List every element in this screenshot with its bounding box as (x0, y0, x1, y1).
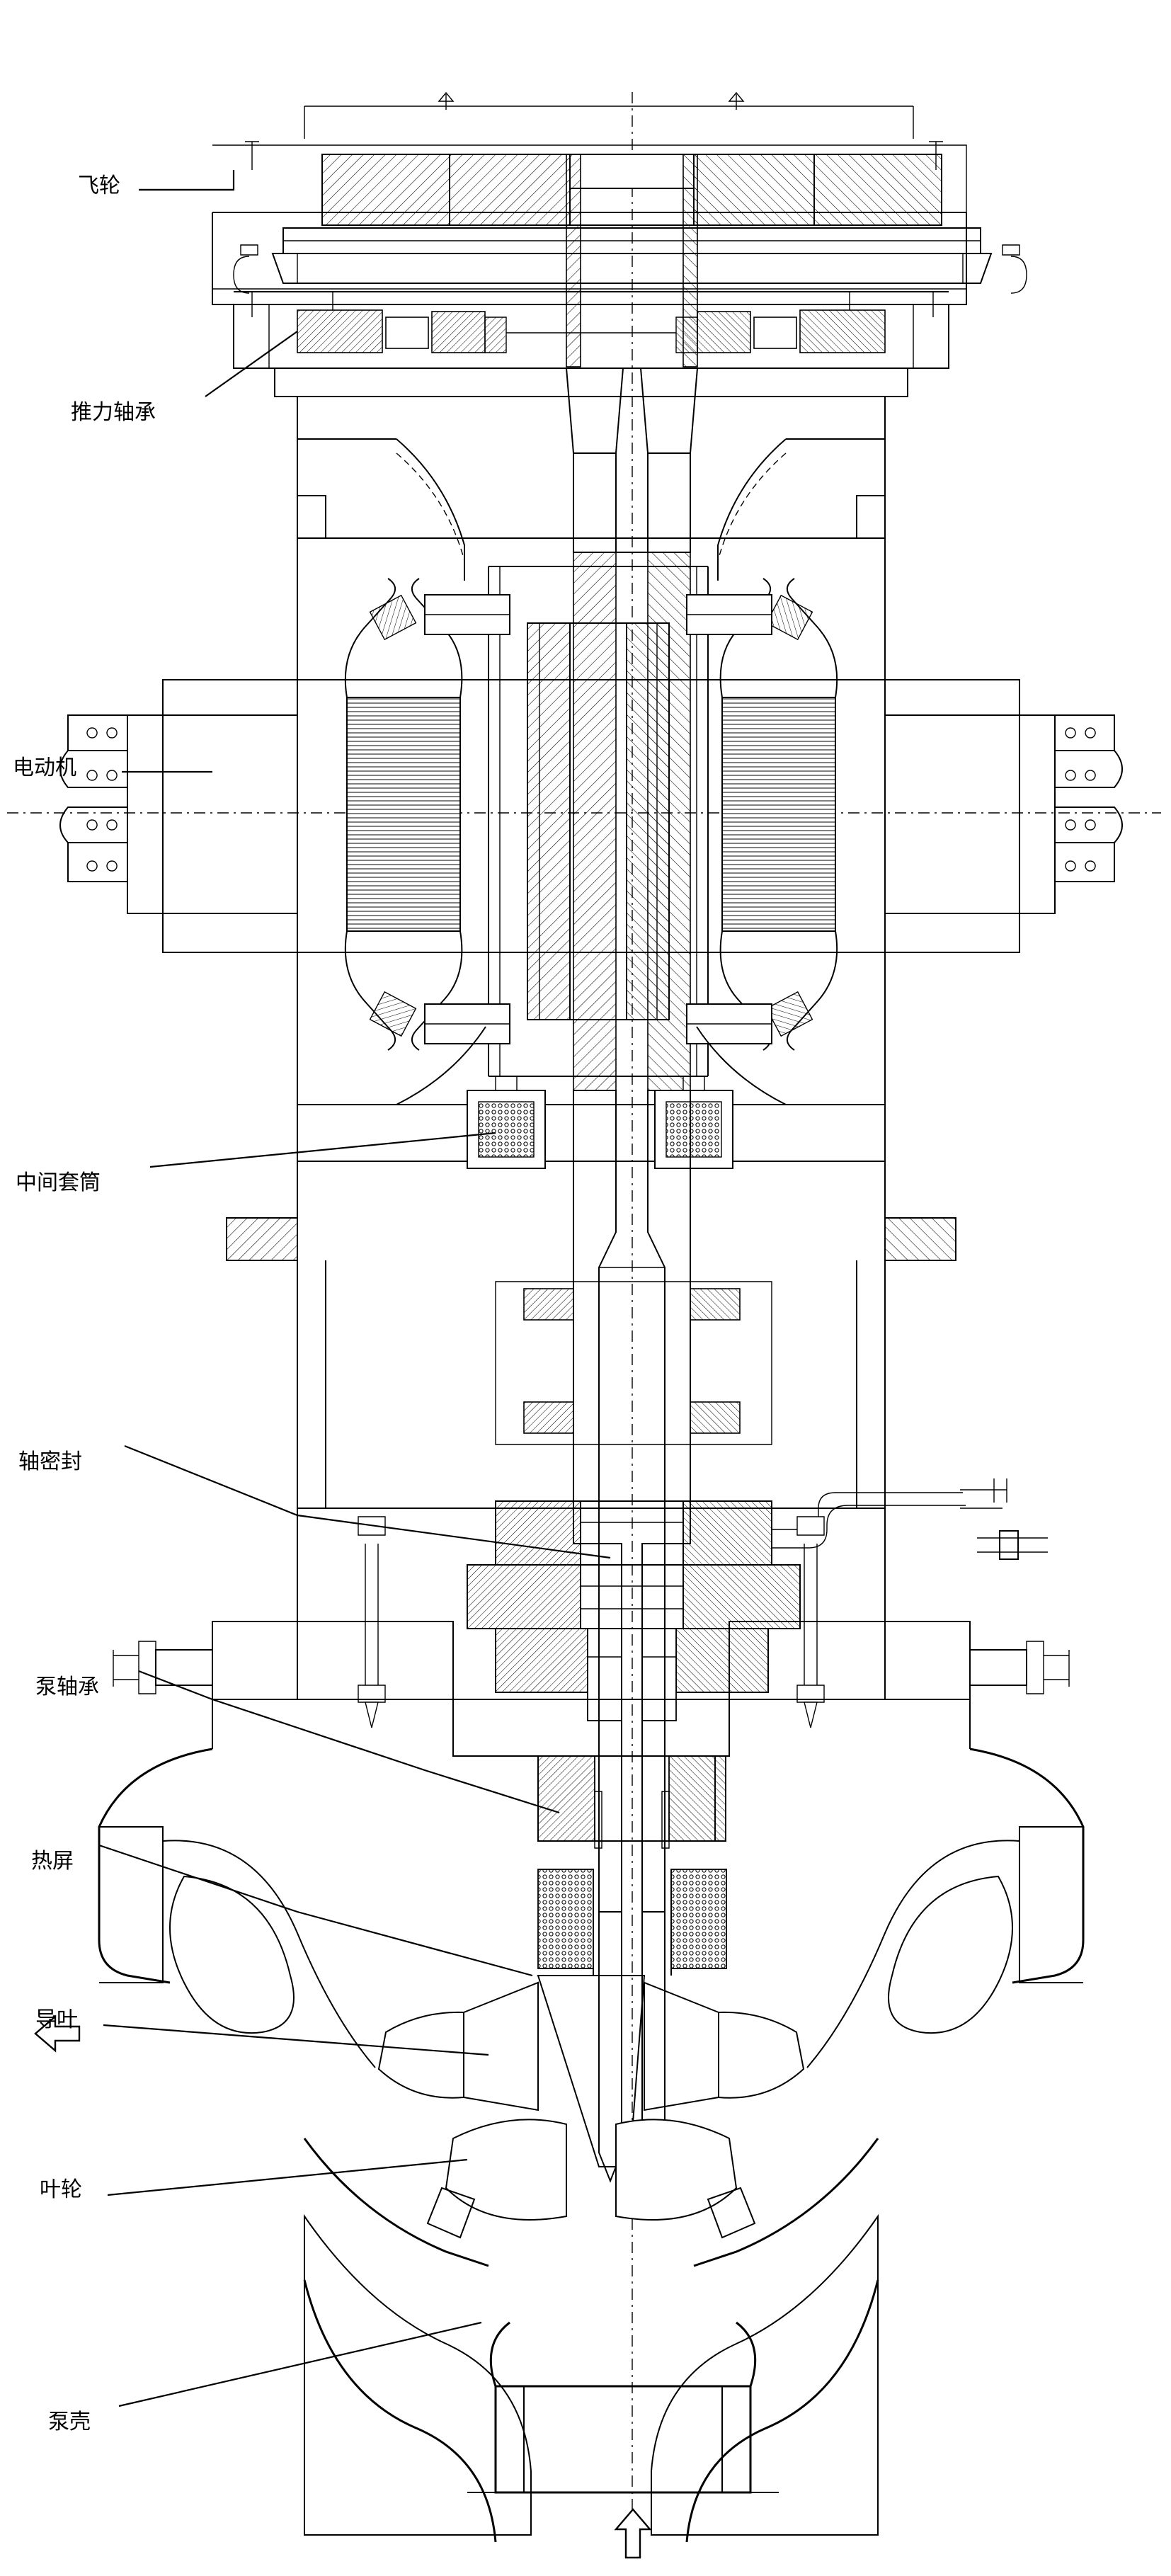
flow-arrows (34, 2014, 652, 2559)
label-intermediate-sleeve: 中间套筒 (16, 1170, 101, 1195)
intermediate-sleeve-section (226, 1076, 956, 1544)
label-guide-vane: 导叶 (35, 2007, 78, 2032)
label-motor: 电动机 (13, 756, 76, 780)
motor-upper-barrel (297, 367, 886, 581)
leader-lines (98, 170, 611, 2407)
label-thrust-bearing: 推力轴承 (71, 400, 156, 425)
motor-section (59, 537, 1123, 1162)
label-pump-bearing: 泵轴承 (35, 1675, 99, 1699)
center-axis (7, 92, 1161, 2535)
pump-casing (98, 1748, 1085, 2543)
motor-bearing-upper (424, 594, 772, 635)
shaft-seal-section (467, 1478, 1048, 1629)
thrust-bearing-housing (233, 154, 949, 397)
label-pump-casing: 泵壳 (48, 2410, 91, 2434)
label-flywheel: 飞轮 (78, 173, 120, 198)
label-impeller: 叶轮 (40, 2177, 82, 2202)
heat-shield-section (537, 1755, 727, 1976)
flywheel-assembly (212, 91, 1027, 317)
pump-bearing-section (113, 1508, 1070, 1757)
label-shaft-seal: 轴密封 (18, 1449, 82, 1474)
motor-bearing-lower (424, 1003, 772, 1044)
label-heat-shield: 热屏 (31, 1849, 74, 1874)
